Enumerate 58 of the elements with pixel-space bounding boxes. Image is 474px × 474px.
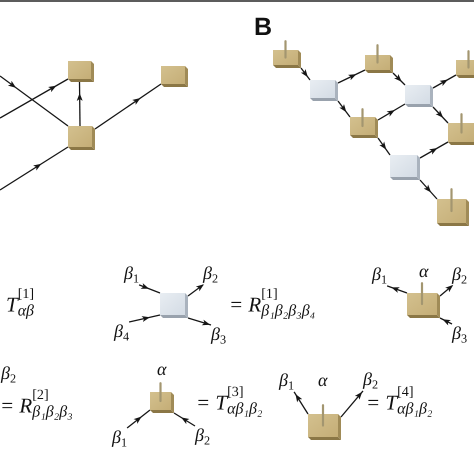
arrow	[188, 284, 204, 297]
index-label: α	[318, 371, 328, 389]
arrow	[138, 283, 160, 294]
arrow	[188, 317, 212, 326]
panel-letter: B	[254, 15, 272, 40]
arrow	[0, 146, 68, 191]
index-label: β$_{2}$	[1, 364, 16, 385]
tensor-block	[310, 80, 338, 101]
index-label: α	[419, 262, 428, 280]
arrow	[440, 317, 452, 326]
index-label: β$_{3}$	[211, 325, 226, 346]
tensor-block	[68, 61, 94, 82]
arrow	[126, 409, 150, 429]
tensor-block	[405, 85, 433, 107]
arrow	[0, 78, 68, 119]
arrow	[338, 69, 366, 84]
tensor-block	[161, 66, 188, 87]
tensor-block	[390, 155, 420, 180]
tensor-block-with-leg	[448, 113, 474, 145]
tensor-block	[160, 293, 188, 318]
arrow	[432, 74, 456, 89]
arrow	[76, 82, 83, 126]
index-label: β$_{1}$	[372, 265, 388, 286]
index-label: α	[157, 360, 166, 378]
arrow	[440, 284, 454, 296]
tensor-block-with-leg	[350, 108, 378, 138]
index-label: β$_{2}$	[452, 265, 468, 286]
tensor-block-with-leg	[308, 404, 341, 440]
arrow	[94, 83, 162, 130]
index-label: β$_{2}$	[363, 370, 378, 391]
index-label: β$_{2}$	[203, 264, 218, 285]
arrow	[337, 100, 351, 118]
index-label: β$_{1}$	[124, 264, 140, 285]
arrow	[128, 314, 160, 323]
arrow	[378, 103, 406, 121]
tensor-block-with-leg	[150, 382, 174, 413]
arrow	[432, 106, 448, 124]
arrow	[340, 390, 364, 418]
arrow	[392, 72, 406, 86]
tensor-block-with-leg	[407, 282, 440, 318]
arrow	[420, 141, 448, 159]
index-label: β$_{1}$	[279, 371, 294, 392]
index-label: β$_{3}$	[452, 324, 468, 345]
arrow	[420, 180, 438, 200]
index-label: β$_{2}$	[195, 426, 210, 447]
tensor-block-with-leg	[365, 44, 393, 73]
arrow	[300, 68, 311, 80]
arrow	[377, 138, 391, 156]
index-label: β$_{1}$	[112, 428, 128, 449]
index-label: β$_{4}$	[114, 322, 130, 343]
tensor-block-with-leg	[437, 188, 469, 226]
arrow	[294, 392, 309, 414]
arrow	[174, 412, 196, 427]
arrow	[386, 285, 408, 294]
tensor-block	[68, 126, 95, 150]
tensor-block-with-leg	[273, 40, 301, 68]
tensor-block-with-leg	[456, 50, 474, 78]
arrow	[0, 75, 68, 127]
